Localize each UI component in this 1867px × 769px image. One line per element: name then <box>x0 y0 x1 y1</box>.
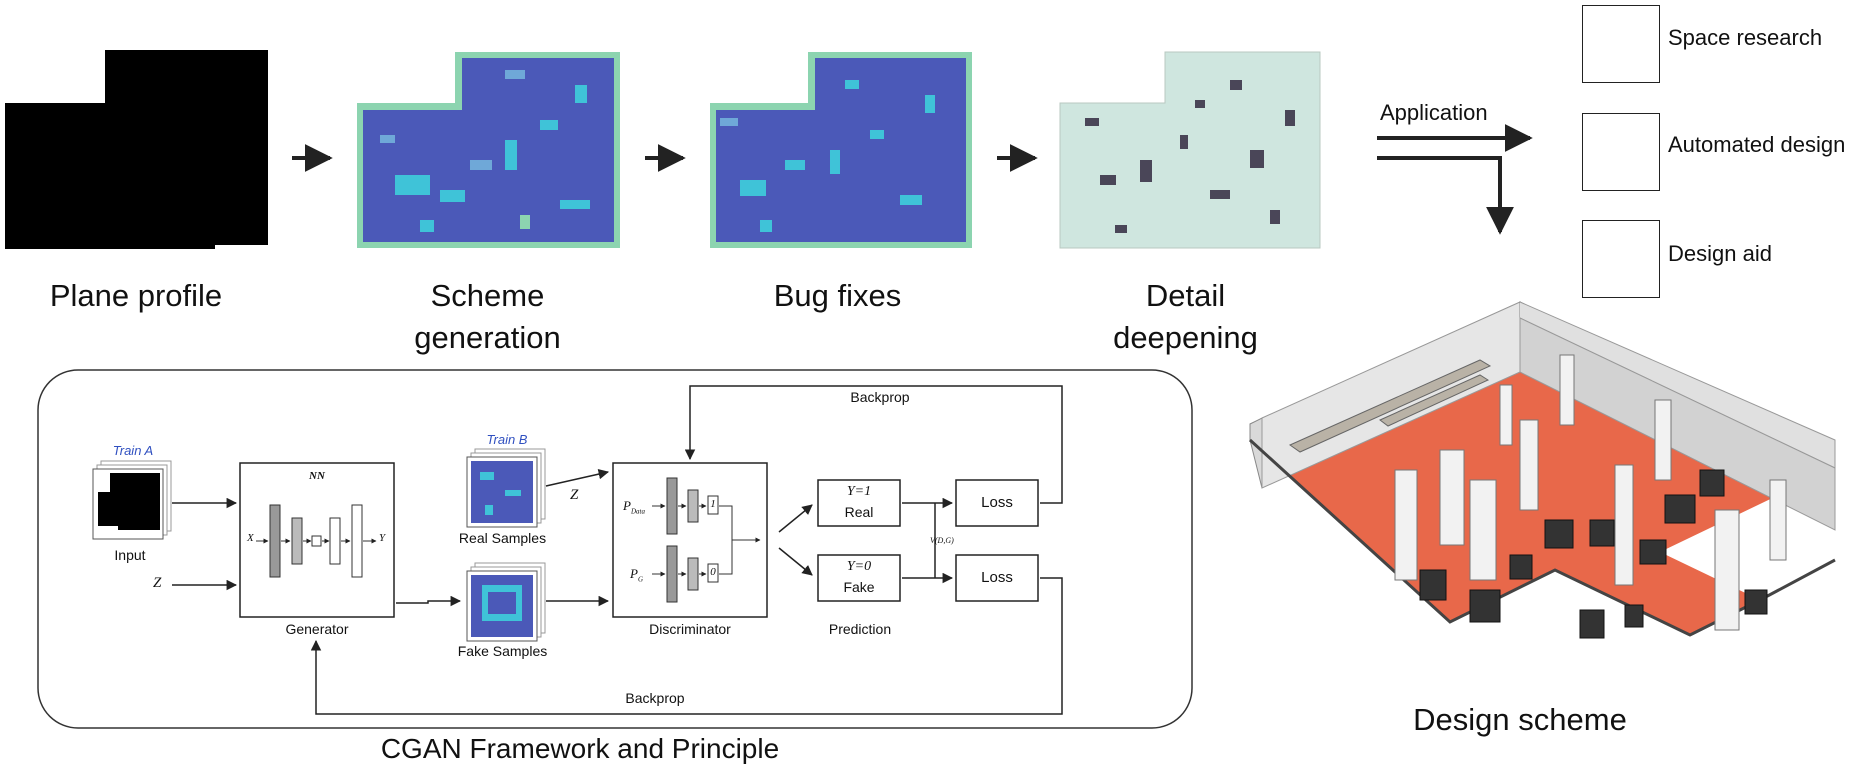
x-label: X <box>247 532 254 544</box>
z-input-label: Z <box>153 575 162 591</box>
stage-label-scheme-generation: Scheme generation <box>350 275 625 359</box>
design-scheme-label: Design scheme <box>1413 702 1627 737</box>
cgan-frame <box>37 369 1193 729</box>
prediction-fake-equation: Y=0 <box>846 559 872 574</box>
train-a-label: Train A <box>112 443 154 458</box>
backprop-bottom-label: Backprop <box>625 690 685 706</box>
loss-bottom-label: Loss <box>981 569 1013 586</box>
p-g-symbol: P <box>630 566 638 581</box>
output-one-label: 1 <box>710 498 716 510</box>
prediction-real-text: Real <box>844 504 874 520</box>
plane-profile-image <box>5 50 268 249</box>
space-research-icon-frame <box>1582 5 1660 83</box>
loss-bottom-box <box>955 554 1039 602</box>
backprop-top-label: Backprop <box>850 389 910 405</box>
application-label: Application <box>1380 100 1488 125</box>
z-discriminator-label: Z <box>570 487 579 503</box>
output-zero-label: 0 <box>710 566 716 578</box>
prediction-fake-box <box>817 554 901 602</box>
scheme-generation-image <box>357 52 620 248</box>
discriminator-block <box>612 462 768 618</box>
prediction-real-equation: Y=1 <box>846 484 872 499</box>
prediction-label: Prediction <box>828 621 892 637</box>
generator-label: Generator <box>285 621 349 637</box>
stage-label-line: Detail <box>1145 278 1226 313</box>
stage-label-plane-profile: Plane profile <box>0 275 272 317</box>
prediction-fake-text: Fake <box>843 579 875 595</box>
design-scheme-image <box>1248 301 1836 639</box>
discriminator-label: Discriminator <box>649 621 731 637</box>
design-aid-icon-frame <box>1582 220 1660 298</box>
space-research-label: Space research <box>1668 25 1823 50</box>
stage-label-line: Plane profile <box>49 278 223 313</box>
stage-label-bug-fixes: Bug fixes <box>700 275 975 317</box>
stage-label-detail-deepening: Detail deepening <box>1048 275 1323 359</box>
detail-deepening-image <box>1059 51 1321 249</box>
prediction-real-box <box>817 479 901 527</box>
fake-samples-stack <box>466 562 546 642</box>
stage-label-line: generation <box>414 320 561 355</box>
real-samples-label: Real Samples <box>458 530 547 546</box>
stage-label-line: Scheme <box>430 278 545 313</box>
real-samples-stack <box>466 448 546 528</box>
automated-design-label: Automated design <box>1668 132 1846 157</box>
value-function-label: V(D,G) <box>930 536 954 545</box>
train-a-input-stack <box>92 460 172 540</box>
automated-design-icon-frame <box>1582 113 1660 191</box>
loss-top-box <box>955 479 1039 527</box>
application-arrow-down <box>1377 156 1514 235</box>
train-b-label: Train B <box>486 432 528 447</box>
nn-label: NN <box>309 470 325 482</box>
backprop-bottom-path <box>310 577 1063 715</box>
p-data-label: PData <box>623 498 645 516</box>
cgan-caption: CGAN Framework and Principle <box>380 733 780 764</box>
fake-samples-label: Fake Samples <box>457 643 548 659</box>
backprop-top-path <box>684 385 1063 504</box>
p-g-label: PG <box>630 566 643 584</box>
stage-label-line: Bug fixes <box>773 278 902 313</box>
stage-label-line: deepening <box>1113 320 1258 355</box>
design-aid-label: Design aid <box>1668 241 1772 266</box>
loss-top-label: Loss <box>981 494 1013 511</box>
p-g-subscript: G <box>637 575 644 584</box>
input-label: Input <box>114 547 146 563</box>
p-data-subscript: Data <box>630 507 645 516</box>
p-data-symbol: P <box>623 498 631 513</box>
generator-block <box>239 462 395 618</box>
bug-fixes-image <box>710 52 972 248</box>
y-label: Y <box>379 532 386 544</box>
